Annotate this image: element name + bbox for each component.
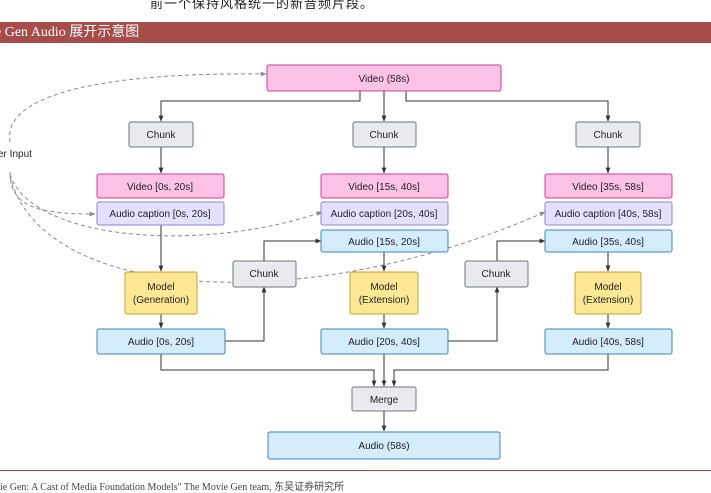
audio-caption-label-2: Audio caption [20s, 40s] — [331, 209, 438, 220]
audio-output-label-3: Audio [40s, 58s] — [572, 337, 644, 348]
chunk-label-1: Chunk — [147, 130, 177, 141]
section-title-bar: e Gen Audio 展开示意图 — [0, 22, 711, 43]
user-input-links — [9, 71, 546, 283]
chunk-box-side-2: Chunk — [464, 260, 529, 288]
chunk-label-side-1: Chunk — [250, 269, 280, 280]
audio-full-box: Audio (58s) — [267, 431, 501, 460]
model-mode-label-2: (Extension) — [359, 295, 410, 306]
video-full-box: Video (58s) — [266, 64, 502, 92]
model-mode-label-3: (Extension) — [583, 295, 634, 306]
video-segment-box-3: Video [35s, 58s] — [544, 173, 673, 199]
chunk-box-1: Chunk — [128, 121, 194, 148]
audio-caption-box-1: Audio caption [0s, 20s] — [96, 201, 225, 226]
section-title: e Gen Audio 展开示意图 — [0, 25, 140, 40]
overlap-audio-label-1: Audio [15s, 20s] — [348, 237, 420, 248]
chunk-box-side-1: Chunk — [232, 260, 297, 288]
model-extension-box-1: Model (Extension) — [349, 271, 419, 315]
video-segment-box-2: Video [15s, 40s] — [320, 173, 449, 199]
chunk-label-3: Chunk — [594, 130, 624, 141]
source-footnote: ie Gen: A Cast of Media Foundation Model… — [0, 482, 345, 493]
overlap-audio-box-2: Audio [35s, 40s] — [544, 229, 673, 253]
chunk-box-2: Chunk — [352, 121, 417, 148]
video-segment-label-2: Video [15s, 40s] — [348, 182, 420, 193]
audio-caption-label-1: Audio caption [0s, 20s] — [109, 209, 210, 220]
audio-caption-label-3: Audio caption [40s, 58s] — [555, 209, 662, 220]
model-mode-label-1: (Generation) — [133, 295, 189, 306]
audio-output-label-1: Audio [0s, 20s] — [128, 337, 194, 348]
model-label-3: Model — [594, 282, 621, 293]
audio-caption-box-2: Audio caption [20s, 40s] — [320, 201, 449, 226]
audio-output-box-3: Audio [40s, 58s] — [544, 328, 673, 355]
audio-caption-box-3: Audio caption [40s, 58s] — [544, 201, 673, 226]
model-extension-box-2: Model (Extension) — [574, 271, 642, 315]
audio-output-box-2: Audio [20s, 40s] — [320, 328, 449, 355]
video-full-label: Video (58s) — [359, 74, 410, 85]
chunk-label-side-2: Chunk — [482, 269, 512, 280]
user-input-label: er Input — [0, 149, 32, 160]
footer-divider — [0, 470, 711, 471]
video-segment-label-3: Video [35s, 58s] — [572, 182, 644, 193]
merge-box: Merge — [351, 386, 417, 412]
chunk-box-3: Chunk — [575, 121, 641, 148]
overlap-audio-box-1: Audio [15s, 20s] — [320, 229, 449, 253]
merge-label: Merge — [370, 395, 399, 406]
model-generation-box: Model (Generation) — [124, 271, 198, 315]
video-segment-label-1: Video [0s, 20s] — [127, 182, 193, 193]
audio-output-box-1: Audio [0s, 20s] — [96, 328, 226, 355]
top-text: 前一个保持风格统一的新音频片段。 — [150, 0, 375, 12]
audio-full-label: Audio (58s) — [358, 441, 409, 452]
chunk-label-2: Chunk — [370, 130, 400, 141]
overlap-audio-label-2: Audio [35s, 40s] — [572, 237, 644, 248]
diagram-edges — [158, 91, 611, 432]
audio-output-label-2: Audio [20s, 40s] — [348, 337, 420, 348]
model-label-1: Model — [147, 282, 174, 293]
model-label-2: Model — [370, 282, 397, 293]
video-segment-box-1: Video [0s, 20s] — [96, 173, 225, 199]
